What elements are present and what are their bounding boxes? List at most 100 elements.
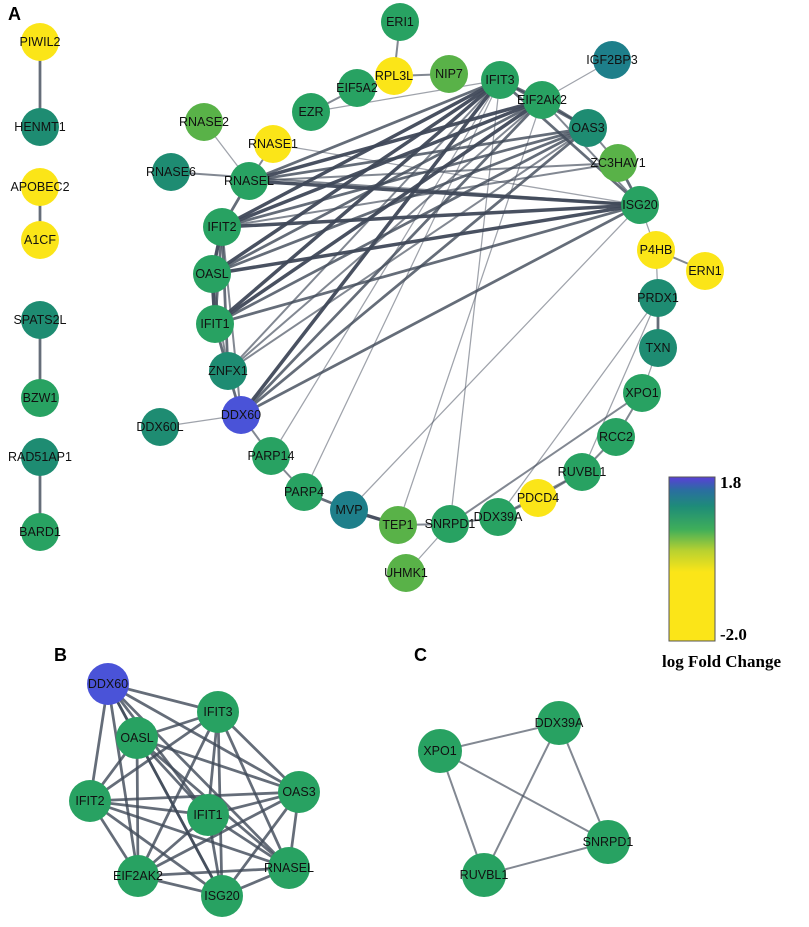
node-circle: [597, 418, 635, 456]
node-label: OAS3: [282, 785, 315, 799]
edge-xpo1-snrpd1: [439, 750, 609, 843]
edge-oasl-oas3: [210, 126, 590, 276]
node-label: IFIT2: [75, 794, 104, 808]
edge-ddx60-ifit1: [106, 682, 210, 817]
node-zc3hav1: ZC3HAV1: [590, 144, 646, 182]
node-henmt1: HENMT1: [14, 108, 66, 146]
edge-oasl-ifit3: [210, 78, 502, 276]
node-circle: [519, 479, 557, 517]
node-label: RNASE1: [248, 137, 298, 151]
node-label: EZR: [299, 105, 324, 119]
node-circle: [222, 396, 260, 434]
node-eif2ak2: EIF2AK2: [517, 81, 567, 119]
node-label: APOBEC2: [10, 180, 69, 194]
edge-eif2ak2-isg20: [541, 99, 641, 206]
panel-b-label: B: [54, 645, 67, 665]
node-circle: [292, 93, 330, 131]
node-label: PDCD4: [517, 491, 559, 505]
node-ruvbl1: RUVBL1: [558, 453, 607, 491]
node-circle: [268, 847, 310, 889]
node-label: RNASE6: [146, 165, 196, 179]
node-isg20: ISG20: [621, 186, 659, 224]
legend-gradient-bar: [668, 476, 716, 642]
node-parp14: PARP14: [247, 437, 295, 475]
node-label: IFIT3: [485, 73, 514, 87]
node-isg20: ISG20: [201, 875, 243, 917]
node-label: UHMK1: [384, 566, 428, 580]
node-circle: [87, 663, 129, 705]
node-label: ISG20: [622, 198, 657, 212]
node-label: RUVBL1: [558, 465, 607, 479]
node-circle: [21, 301, 59, 339]
edge-oas3-isg20: [220, 790, 301, 898]
node-circle: [197, 691, 239, 733]
node-xpo1: XPO1: [418, 729, 462, 773]
edge-znfx1-ifit3: [227, 79, 501, 372]
node-label: PRDX1: [637, 291, 679, 305]
node-circle: [338, 69, 376, 107]
node-label: DDX60: [221, 408, 261, 422]
node-label: DDX39A: [535, 716, 584, 730]
node-ezr: EZR: [292, 93, 330, 131]
node-label: OASL: [195, 267, 228, 281]
edge-oas3-ifit2: [88, 790, 301, 803]
node-oasl: OASL: [116, 717, 158, 759]
edge-ifit1-eif2ak2: [213, 98, 544, 326]
node-circle: [430, 55, 468, 93]
edge-ddx60-rnasel: [106, 682, 291, 870]
edge-eif2ak2-rnasel: [136, 866, 291, 878]
edge-ezr-ifit3: [310, 79, 501, 113]
node-label: ZNFX1: [208, 364, 248, 378]
edge-ddx39a-prdx1: [497, 297, 659, 518]
edge-ddx60-eif2ak2: [106, 682, 140, 878]
node-circle: [387, 554, 425, 592]
node-circle: [21, 108, 59, 146]
node-label: XPO1: [625, 386, 658, 400]
node-rnase6: RNASE6: [146, 153, 196, 191]
node-label: PARP4: [284, 485, 324, 499]
node-label: EIF2AK2: [517, 93, 567, 107]
node-label: IGF2BP3: [586, 53, 637, 67]
node-circle: [21, 438, 59, 476]
node-prdx1: PRDX1: [637, 279, 679, 317]
node-label: MVP: [335, 503, 362, 517]
node-circle: [330, 491, 368, 529]
node-bzw1: BZW1: [21, 379, 59, 417]
node-circle: [285, 473, 323, 511]
edge-oasl-isg20: [135, 736, 224, 898]
node-label: XPO1: [423, 744, 456, 758]
node-label: DDX60: [88, 677, 128, 691]
edge-ifit2-znfx1: [220, 225, 230, 373]
node-circle: [21, 23, 59, 61]
panel-b-network: DDX60IFIT3OASLOAS3IFIT2IFIT1EIF2AK2RNASE…: [69, 663, 320, 917]
panel-a-small-networks: PIWIL2HENMT1APOBEC2A1CFSPATS2LBZW1RAD51A…: [8, 23, 72, 551]
node-circle: [116, 717, 158, 759]
edge-snrpd1-xpo1: [449, 392, 643, 525]
node-circle: [201, 875, 243, 917]
node-circle: [196, 305, 234, 343]
node-circle: [185, 103, 223, 141]
node-igf2bp3: IGF2BP3: [586, 41, 638, 79]
edge-ifit2-eif2ak2: [220, 98, 544, 229]
node-circle: [278, 771, 320, 813]
legend-min-label: -2.0: [720, 625, 747, 644]
edge-rnasel-ifit3: [247, 78, 502, 183]
node-label: PIWIL2: [20, 35, 61, 49]
node-circle: [431, 505, 469, 543]
node-xpo1: XPO1: [623, 374, 661, 412]
edge-rnasel-oas3: [247, 126, 590, 183]
edge-ifit2-rnasel: [88, 799, 291, 870]
node-circle: [623, 374, 661, 412]
node-txn: TXN: [639, 329, 677, 367]
node-oas3: OAS3: [278, 771, 320, 813]
edge-parp14-ifit3: [270, 79, 501, 457]
edge-rnasel-eif2ak2: [247, 98, 544, 183]
node-snrpd1: SNRPD1: [425, 505, 475, 543]
node-label: BARD1: [19, 525, 61, 539]
node-label: RAD51AP1: [8, 450, 72, 464]
node-label: PARP14: [247, 449, 294, 463]
node-rcc2: RCC2: [597, 418, 635, 456]
node-circle: [117, 855, 159, 897]
